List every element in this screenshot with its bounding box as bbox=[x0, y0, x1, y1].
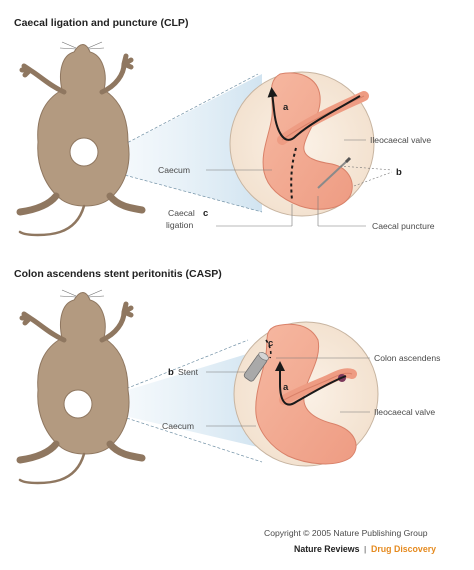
clp-ligation-label-line1: Caecal bbox=[168, 208, 195, 218]
clp-mouse-right-arm bbox=[99, 53, 134, 95]
clp-puncture-label: Caecal puncture bbox=[372, 221, 435, 231]
clp-letter-b: b bbox=[396, 167, 402, 178]
casp-magnification-beam bbox=[108, 350, 262, 448]
casp-valve-label: Ileocaecal valve bbox=[374, 407, 435, 417]
clp-valve-label: Ileocaecal valve bbox=[370, 135, 431, 145]
copyright-text: Copyright © 2005 Nature Publishing Group bbox=[264, 528, 428, 538]
casp-beam-edge-top bbox=[107, 339, 249, 397]
casp-mouse-right-leg bbox=[106, 440, 146, 462]
casp-mouse-right-arm bbox=[99, 301, 134, 343]
casp-panel: Colon ascendens stent peritonitis (CASP) bbox=[14, 268, 440, 485]
clp-needle-tip bbox=[344, 156, 352, 164]
clp-mouse-right-leg bbox=[106, 192, 146, 214]
casp-stent bbox=[243, 351, 269, 382]
casp-mouse bbox=[16, 289, 146, 485]
clp-panel: Caecal ligation and puncture (CLP) bbox=[14, 17, 435, 237]
casp-mouse-body bbox=[37, 292, 130, 455]
casp-stent-opening bbox=[258, 351, 269, 361]
casp-letter-c: c bbox=[268, 338, 273, 349]
casp-mouse-left-arm bbox=[19, 311, 67, 343]
casp-caecum-label: Caecum bbox=[162, 421, 194, 431]
footer: Copyright © 2005 Nature Publishing Group… bbox=[264, 528, 436, 554]
casp-flow-arrow bbox=[275, 361, 347, 406]
casp-stent-path bbox=[265, 339, 272, 359]
casp-mouse-whiskers bbox=[59, 289, 105, 298]
clp-flow-arrow bbox=[267, 87, 361, 141]
clp-mouse-tail bbox=[18, 204, 86, 237]
casp-incision-spot bbox=[63, 389, 93, 419]
casp-letter-a: a bbox=[283, 382, 289, 393]
casp-stent-label: Stent bbox=[178, 367, 199, 377]
clp-mouse-whiskers bbox=[59, 41, 105, 50]
clp-caecum-shape bbox=[262, 72, 353, 210]
casp-mouse-tail bbox=[18, 452, 86, 485]
clp-beam-edge-bottom bbox=[105, 169, 263, 213]
casp-intestine bbox=[243, 323, 357, 465]
clp-magnification-beam bbox=[106, 74, 262, 212]
clp-mouse-left-arm bbox=[19, 63, 67, 95]
journal-section: Drug Discovery bbox=[371, 544, 436, 554]
clp-intestine bbox=[262, 72, 369, 210]
clp-letter-c: c bbox=[203, 208, 208, 219]
clp-mouse-left-leg bbox=[16, 192, 60, 216]
footer-separator: | bbox=[364, 544, 366, 554]
clp-incision-spot bbox=[69, 137, 99, 167]
clp-ileum-outline bbox=[281, 95, 365, 141]
casp-colon-label: Colon ascendens bbox=[374, 353, 440, 363]
clp-caecum-label: Caecum bbox=[158, 165, 190, 175]
casp-letter-b: b bbox=[168, 367, 174, 378]
casp-title: Colon ascendens stent peritonitis (CASP) bbox=[14, 268, 222, 280]
clp-b-leader-upper bbox=[339, 165, 393, 171]
clp-puncture-needle bbox=[317, 159, 349, 189]
casp-beam-edge-bottom bbox=[107, 411, 263, 463]
casp-mouse-left-leg bbox=[16, 440, 60, 464]
casp-ileum-outline bbox=[283, 372, 353, 401]
clp-mouse-body bbox=[37, 44, 130, 207]
clp-b-leader-lower bbox=[353, 171, 393, 187]
clp-title: Caecal ligation and puncture (CLP) bbox=[14, 17, 188, 29]
clp-mouse bbox=[16, 41, 146, 237]
clp-ligation-label-line2: ligation bbox=[166, 220, 193, 230]
clp-beam-edge-top bbox=[105, 73, 259, 155]
clp-letter-a: a bbox=[283, 102, 289, 113]
journal-name: Nature Reviews bbox=[294, 544, 360, 554]
